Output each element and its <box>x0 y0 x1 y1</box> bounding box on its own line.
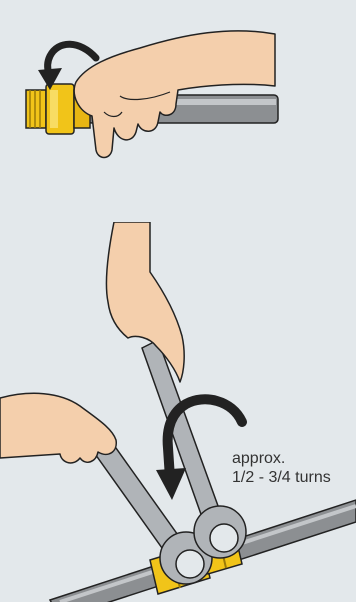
turns-annotation-line-1: approx. <box>232 449 331 468</box>
turns-annotation: approx. 1/2 - 3/4 turns <box>232 449 331 487</box>
hand <box>74 31 275 158</box>
wrench-tighten-illustration <box>0 222 356 602</box>
hand-lower <box>0 393 116 463</box>
turns-annotation-line-2: 1/2 - 3/4 turns <box>232 468 331 487</box>
step-hand-tighten-panel <box>0 0 356 205</box>
step-wrench-tighten-panel <box>0 222 356 602</box>
hand-tighten-illustration <box>0 0 356 205</box>
